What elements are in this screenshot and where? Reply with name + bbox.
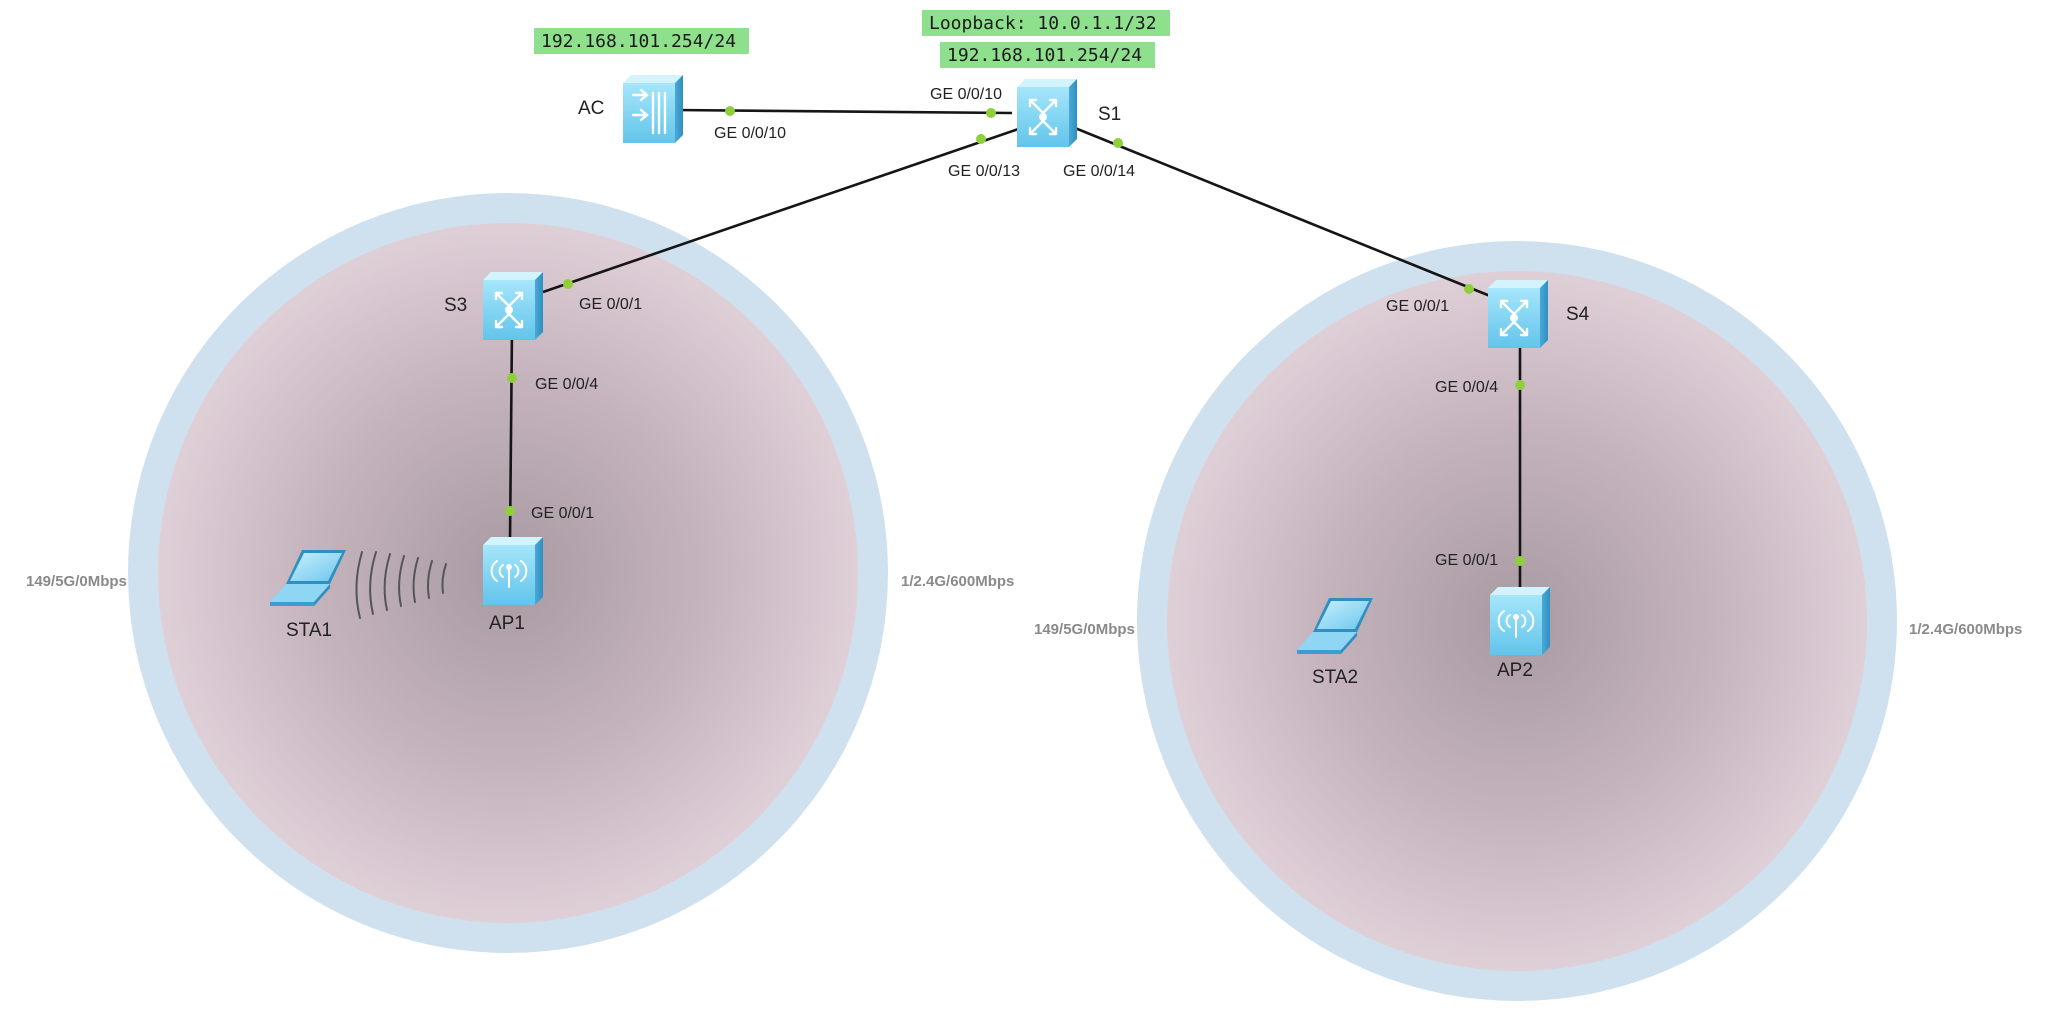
- port-dot: [986, 108, 996, 118]
- device-label-sta2: STA2: [1312, 667, 1358, 688]
- port-dot: [505, 506, 515, 516]
- port-label: GE 0/0/4: [1435, 379, 1498, 396]
- l3-switch-icon[interactable]: [481, 270, 545, 342]
- port-dot: [507, 373, 517, 383]
- loopback-label-s1: Loopback: 10.0.1.1/32: [922, 10, 1170, 36]
- device-label-ap1: AP1: [489, 613, 525, 634]
- port-label: GE 0/0/1: [1435, 552, 1498, 569]
- port-label: GE 0/0/1: [579, 296, 642, 313]
- port-dot: [1113, 138, 1123, 148]
- link-s3-ap1[interactable]: [508, 327, 514, 541]
- device-label-sta1: STA1: [286, 620, 332, 641]
- radio-rate-label-5g: 149/5G/0Mbps: [1034, 621, 1135, 638]
- link-s1-s4[interactable]: [1074, 126, 1501, 302]
- port-label: GE 0/0/4: [535, 376, 598, 393]
- ip-label-ac-text: 192.168.101.254/24: [541, 31, 736, 52]
- l3-switch-icon[interactable]: [1015, 77, 1079, 149]
- access-point-icon[interactable]: [482, 536, 544, 606]
- port-dot: [725, 106, 735, 116]
- l3-switch-icon[interactable]: [1486, 278, 1550, 350]
- port-dot: [1464, 284, 1474, 294]
- device-label-s3: S3: [444, 295, 467, 316]
- port-dot: [976, 134, 986, 144]
- port-dot: [1515, 380, 1525, 390]
- port-dot: [563, 279, 573, 289]
- ac-controller-icon[interactable]: [621, 73, 685, 145]
- ip-label-s1-text: 192.168.101.254/24: [947, 45, 1142, 66]
- device-label-s4: S4: [1566, 304, 1590, 325]
- ip-label-s1: 192.168.101.254/24: [940, 42, 1155, 68]
- device-label-ac: AC: [578, 98, 604, 119]
- port-label: GE 0/0/10: [714, 125, 786, 142]
- access-point-icon[interactable]: [1489, 586, 1551, 656]
- port-label: GE 0/0/1: [531, 505, 594, 522]
- device-label-s1: S1: [1098, 104, 1121, 125]
- radio-rate-label-2g: 1/2.4G/600Mbps: [1909, 621, 2022, 638]
- ip-label-ac: 192.168.101.254/24: [534, 28, 749, 54]
- wireless-signal-icon: [355, 551, 447, 619]
- loopback-label-s1-text: Loopback: 10.0.1.1/32: [929, 13, 1157, 34]
- link-s1-s3[interactable]: [542, 123, 1031, 294]
- radio-rate-label-2g: 1/2.4G/600Mbps: [901, 573, 1014, 590]
- port-dot: [1515, 556, 1525, 566]
- port-label: GE 0/0/13: [948, 163, 1020, 180]
- port-label: GE 0/0/1: [1386, 298, 1449, 315]
- radio-rate-label-5g: 149/5G/0Mbps: [26, 573, 127, 590]
- device-label-ap2: AP2: [1497, 660, 1533, 681]
- port-label: GE 0/0/14: [1063, 163, 1135, 180]
- port-label: GE 0/0/10: [930, 86, 1002, 103]
